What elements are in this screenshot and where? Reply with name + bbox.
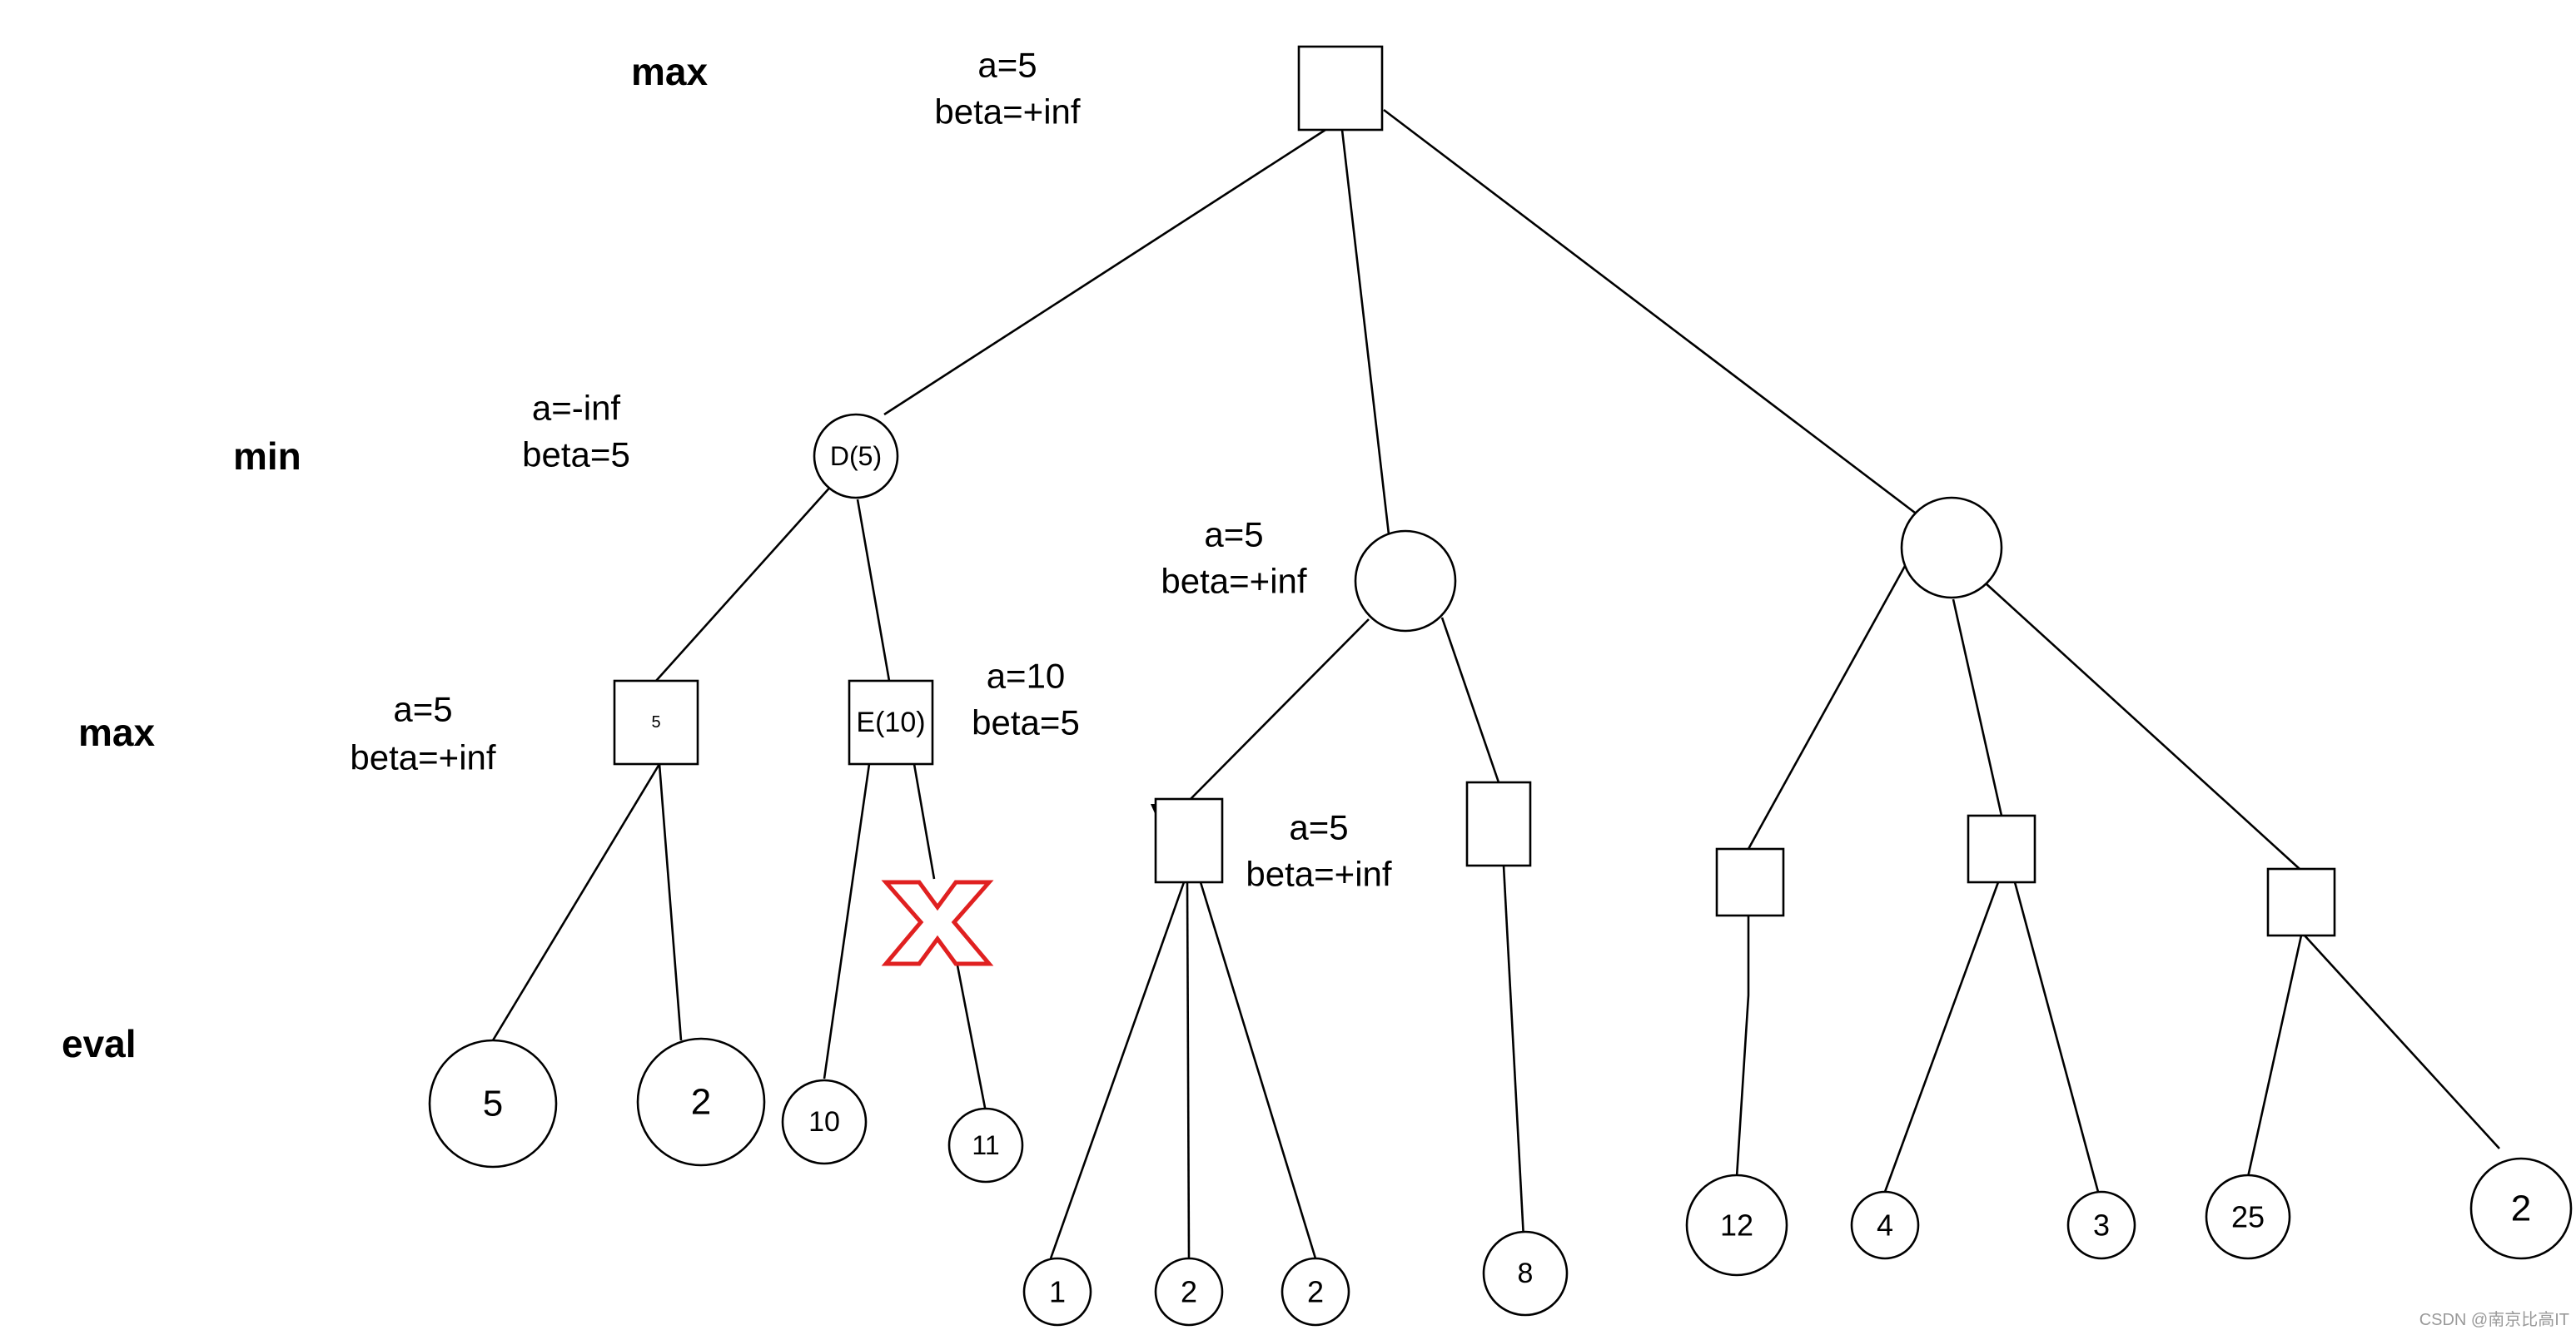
edge-minmid-max-m1 — [1190, 618, 1370, 800]
leaf-node[interactable] — [428, 1039, 558, 1169]
edge-m2-leaf-8 — [1502, 865, 1525, 1239]
max-node-r1[interactable] — [1715, 847, 1785, 917]
max-m1-beta: beta=+inf — [1246, 855, 1391, 894]
max-left-beta: beta=+inf — [350, 738, 495, 777]
root-beta: beta=+inf — [934, 92, 1080, 132]
leaf-value: 8 — [1518, 1258, 1534, 1289]
leaf-node[interactable] — [1850, 1190, 1920, 1260]
internal-nodes: D(5) 5 E(10) — [613, 45, 2336, 937]
leaf-value: 25 — [2231, 1200, 2265, 1234]
min-node-d-label: D(5) — [830, 441, 882, 471]
max-left-alpha: a=5 — [393, 690, 452, 729]
leaf-value: 5 — [483, 1084, 503, 1124]
max-node-r2[interactable] — [1967, 814, 2036, 884]
leaf-value: 1 — [1049, 1275, 1066, 1309]
leaf-node[interactable] — [1685, 1174, 1788, 1277]
min-left-alpha: a=-inf — [532, 389, 621, 428]
leaf-value: 2 — [1181, 1275, 1197, 1309]
min-node-d[interactable] — [813, 413, 899, 499]
edge-d-max-e — [856, 499, 891, 682]
leaf-nodes: 5 2 10 11 1 2 2 8 12 4 3 25 2 — [428, 1037, 2573, 1327]
edge-maxleft-leaf-5 — [491, 763, 661, 1041]
level-label-max-mid: max — [78, 711, 155, 754]
leaf-node[interactable] — [2469, 1157, 2573, 1260]
edge-root-min-mid — [1340, 129, 1390, 535]
max-e-alpha: a=10 — [987, 657, 1066, 696]
level-label-eval: eval — [62, 1022, 137, 1065]
level-labels: max min max eval — [62, 50, 708, 1065]
leaf-node[interactable] — [1022, 1257, 1092, 1327]
prune-cross-icon — [881, 880, 994, 966]
edge-d-max-left — [655, 484, 833, 682]
edge-minright-max-r3 — [1984, 582, 2300, 870]
max-e-beta: beta=5 — [972, 703, 1080, 742]
leaf-value: 11 — [972, 1130, 999, 1160]
max-node-r3[interactable] — [2266, 867, 2336, 937]
edge-r1-leaf-12 — [1735, 916, 1750, 1178]
edge-e-leaf-11-lower — [956, 965, 987, 1113]
leaf-value: 4 — [1877, 1208, 1893, 1243]
edge-e-leaf-10 — [823, 763, 871, 1079]
edge-minright-max-r1 — [1747, 565, 1907, 850]
edge-r2-leaf-4 — [1883, 881, 2000, 1193]
level-label-min: min — [233, 434, 301, 478]
max-node-m1[interactable] — [1154, 797, 1224, 884]
watermark: CSDN @南京比高IT — [2419, 1310, 2569, 1329]
edge-root-min-left — [883, 128, 1326, 416]
min-node-mid[interactable] — [1354, 529, 1457, 633]
edge-root-min-right — [1383, 108, 1916, 514]
max-node-left-label: 5 — [651, 713, 660, 732]
level-label-max-top: max — [631, 50, 708, 93]
leaf-value: 10 — [808, 1106, 840, 1138]
leaf-value: 2 — [1307, 1275, 1324, 1309]
edge-r2-leaf-3 — [2013, 881, 2100, 1193]
leaf-value: 2 — [2511, 1189, 2531, 1229]
edge-maxleft-leaf-2 — [658, 763, 683, 1041]
leaf-value: 12 — [1720, 1208, 1753, 1243]
edge-m1-leaf-1 — [1049, 881, 1186, 1259]
min-left-beta: beta=5 — [522, 435, 630, 474]
min-mid-beta: beta=+inf — [1161, 562, 1306, 601]
root-alpha: a=5 — [977, 46, 1037, 85]
leaf-node[interactable] — [1154, 1257, 1224, 1327]
leaf-node[interactable] — [1482, 1230, 1569, 1317]
max-node-e-label: E(10) — [856, 707, 925, 738]
leaf-value: 2 — [691, 1082, 711, 1123]
leaf-node[interactable] — [947, 1107, 1024, 1184]
max-m1-alpha: a=5 — [1289, 808, 1348, 847]
leaf-node[interactable] — [2066, 1190, 2136, 1260]
leaf-node[interactable] — [2205, 1174, 2291, 1260]
max-node-e[interactable] — [848, 679, 934, 766]
leaf-value: 3 — [2093, 1208, 2110, 1243]
leaf-node[interactable] — [636, 1037, 766, 1167]
leaf-node[interactable] — [1281, 1257, 1350, 1327]
max-node-left[interactable] — [613, 679, 699, 766]
edge-m1-leaf-2b — [1199, 881, 1317, 1259]
min-mid-alpha: a=5 — [1204, 515, 1263, 554]
alpha-beta-annotations: a=5 beta=+inf a=-inf beta=5 a=5 beta=+in… — [350, 46, 1391, 894]
root-max-node[interactable] — [1297, 45, 1384, 132]
edge-e-leaf-11-upper — [913, 763, 936, 880]
edge-minright-max-r2 — [1952, 598, 2003, 816]
leaf-node[interactable] — [781, 1079, 868, 1165]
edge-r3-leaf-2 — [2304, 935, 2500, 1149]
edge-minmid-max-m2 — [1440, 617, 1500, 783]
tree-edges — [491, 108, 2500, 1259]
min-node-right[interactable] — [1900, 496, 2003, 599]
edge-m1-leaf-2a — [1186, 881, 1191, 1259]
edge-r3-leaf-25 — [2246, 935, 2303, 1178]
max-node-m2[interactable] — [1465, 781, 1532, 867]
